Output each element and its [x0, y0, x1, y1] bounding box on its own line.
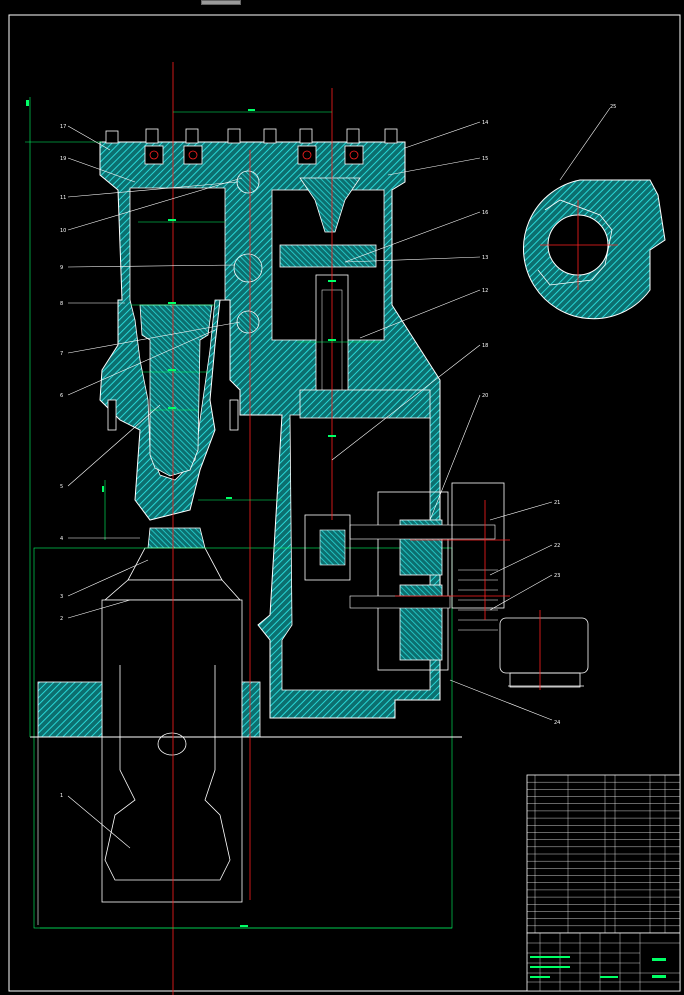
right-part-tags: 14 15 16 13 12 18 20 21 22 23 24 25 [482, 104, 616, 726]
part-tag: 4 [60, 536, 63, 542]
anvil-inner-shape [104, 665, 231, 881]
part-tag: 12 [482, 288, 488, 294]
valve-top [299, 177, 361, 233]
dimension-lines [25, 97, 452, 929]
gear-housing [377, 491, 449, 671]
bolt-centers [149, 150, 359, 160]
dimension-marks [26, 100, 336, 927]
base-bolts [107, 399, 239, 431]
motor [499, 617, 589, 688]
foundation-pad-right [241, 681, 261, 738]
anvil-assembly [30, 527, 462, 929]
left-piston [139, 304, 213, 477]
flywheel [451, 482, 505, 609]
part-tag: 7 [60, 351, 63, 357]
crank-disc [304, 514, 351, 581]
anvil-cap [147, 527, 206, 549]
rotary-valve-lower [236, 310, 260, 334]
section-slot [537, 199, 613, 286]
title-table [526, 932, 681, 992]
part-tag: 13 [482, 255, 488, 261]
part-tag: 20 [482, 393, 488, 399]
bom-grid [527, 775, 680, 933]
foundation-pad-left [37, 681, 103, 738]
part-tag: 24 [554, 720, 560, 726]
anvil-block [103, 579, 241, 601]
motor-body [499, 617, 589, 674]
part-tag: 19 [60, 156, 66, 162]
gear-shaft [349, 524, 496, 540]
rotary-valve-upper [236, 170, 260, 194]
part-tag: 9 [60, 265, 63, 271]
gearbox [304, 482, 505, 671]
centerlines [172, 62, 541, 995]
part-tag: 6 [60, 393, 63, 399]
left-part-tags: 17 19 11 10 9 8 7 6 5 4 3 2 1 [60, 124, 66, 799]
part-tag: 2 [60, 616, 63, 622]
frame-web [299, 389, 431, 419]
part-tag: 22 [554, 543, 560, 549]
part-tag: 8 [60, 301, 63, 307]
anvil-tup [127, 547, 223, 581]
part-tag: 25 [610, 104, 616, 110]
head-bolt-holes [144, 145, 364, 165]
section-view [523, 179, 666, 320]
title-green-marks [530, 956, 666, 978]
pulley-grooves [458, 569, 498, 631]
part-tag: 21 [554, 500, 560, 506]
part-tag: 15 [482, 156, 488, 162]
part-tag: 11 [60, 195, 66, 201]
part-tag: 5 [60, 484, 63, 490]
sheet-tab[interactable] [201, 0, 241, 5]
crank-inner [319, 529, 346, 566]
drawing-frame [8, 14, 681, 992]
part-tag: 1 [60, 793, 63, 799]
gear-shaft-lower [349, 595, 451, 609]
rotary-valve-mid [233, 253, 263, 283]
part-tag: 17 [60, 124, 66, 130]
part-tag: 23 [554, 573, 560, 579]
part-tag: 16 [482, 210, 488, 216]
title-block [526, 774, 681, 992]
motor-foot [509, 672, 581, 688]
hammer-frame [99, 128, 441, 719]
part-tag: 3 [60, 594, 63, 600]
leader-lines [67, 107, 611, 849]
title-grid [527, 933, 680, 991]
anvil-hole [157, 732, 187, 756]
part-tag: 14 [482, 120, 488, 126]
part-tag: 10 [60, 228, 66, 234]
part-tag: 18 [482, 343, 488, 349]
head-bolts [105, 128, 398, 144]
